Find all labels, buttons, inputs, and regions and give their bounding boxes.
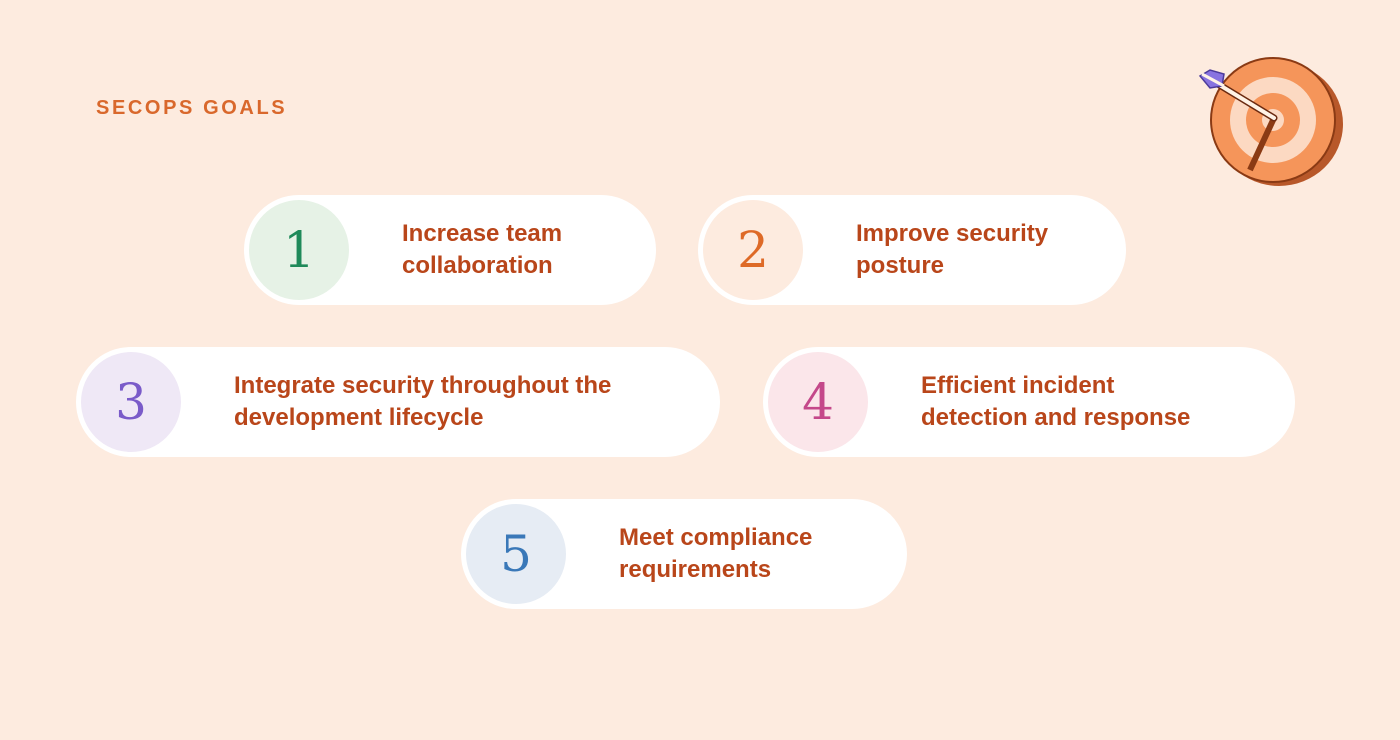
goal-number: 5 <box>500 525 532 583</box>
goal-number: 2 <box>737 221 769 279</box>
goal-number-badge: 4 <box>768 352 868 452</box>
target-with-arrow-icon <box>1198 57 1343 186</box>
goal-number: 4 <box>802 373 834 431</box>
page-title: SECOPS GOALS <box>96 97 288 119</box>
goal-label: Increase team collaboration <box>402 220 563 279</box>
goal-card-3: 3 Integrate security throughout the deve… <box>76 347 720 457</box>
goal-label: Meet compliance requirements <box>619 524 813 583</box>
goal-number: 3 <box>115 373 147 431</box>
goal-number-badge: 1 <box>249 200 349 300</box>
goal-card-4: 4 Efficient incident detection and respo… <box>763 347 1295 457</box>
goal-label: Improve security posture <box>856 220 1049 279</box>
goal-card-1: 1 Increase team collaboration <box>244 195 656 305</box>
goal-number-badge: 3 <box>81 352 181 452</box>
goal-label: Integrate security throughout the develo… <box>234 372 612 431</box>
goal-number-badge: 5 <box>466 504 566 604</box>
goal-card-2: 2 Improve security posture <box>698 195 1126 305</box>
goal-card-5: 5 Meet compliance requirements <box>461 499 907 609</box>
goal-number-badge: 2 <box>703 200 803 300</box>
goal-label: Efficient incident detection and respons… <box>921 372 1191 431</box>
goal-number: 1 <box>283 221 315 279</box>
